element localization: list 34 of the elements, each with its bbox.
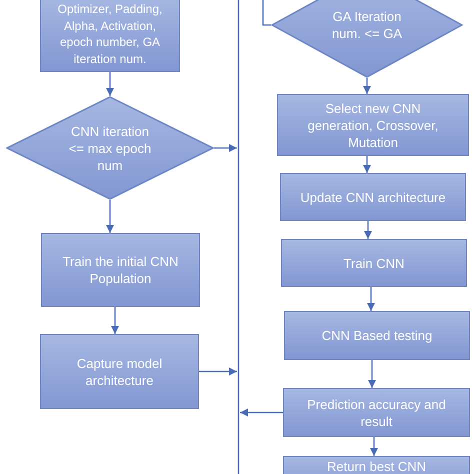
arrow [240,408,283,416]
arrow [106,72,114,96]
arrow [111,307,119,334]
decision-diamond [271,0,463,78]
process-box [41,233,200,307]
arrow [370,437,378,456]
arrow [199,368,237,376]
decision-diamond [6,96,214,200]
step-text: Update CNN architecture [299,188,447,206]
step-text: Train the initial CNN Population [62,253,180,287]
arrow [364,221,372,239]
step-text: Select new CNN generation, Crossover, Mutation [306,100,440,150]
connector-line [262,0,271,26]
process-box [284,311,470,360]
process-box [281,239,467,287]
process-box [283,388,470,437]
arrow [368,360,376,388]
arrow [363,156,371,173]
arrow [106,200,114,233]
process-box [40,0,180,72]
step-text: Capture model architecture [76,354,164,388]
arrow [214,144,237,152]
condition-text: CNN iteration <= max epoch num [68,122,152,174]
arrow [367,287,375,311]
step-text: Optimizer, Padding, Alpha, Activation, epoch number, GA iteration num. [56,1,164,67]
step-text: CNN Based testing [320,327,434,344]
arrow [363,78,371,94]
step-text: Train CNN [342,254,406,272]
process-box [40,334,199,409]
process-box [277,94,469,156]
step-text: Prediction accuracy and result [306,396,447,430]
condition-text: GA Iteration num. <= GA [330,8,404,42]
step-text: Return best CNN [326,458,427,474]
process-box [280,173,466,221]
